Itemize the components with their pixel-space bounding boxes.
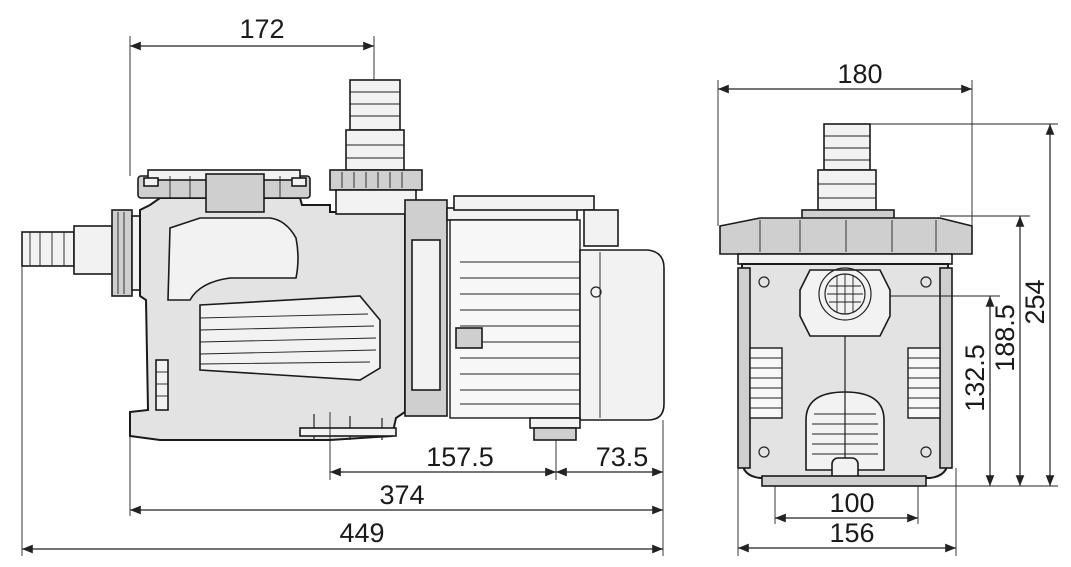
front-side-vents	[749, 347, 941, 419]
housing-cover	[167, 217, 299, 301]
side-view-dimensions: 172 157.5 73.5 374 449	[21, 14, 664, 556]
dim-449: 449	[339, 518, 384, 548]
housing-base-lugs	[299, 414, 397, 440]
dim-180: 180	[837, 59, 882, 89]
dim-157-5: 157.5	[426, 442, 494, 472]
dim-73-5: 73.5	[596, 442, 649, 472]
front-view	[719, 123, 973, 487]
motor-end-cap	[579, 249, 665, 421]
dim-254: 254	[1020, 279, 1050, 324]
dim-172: 172	[239, 14, 284, 44]
front-screws	[758, 276, 932, 458]
outlet-hose-barb	[329, 79, 423, 215]
motor-foot	[529, 417, 581, 441]
dim-100: 100	[829, 488, 874, 518]
motor-body	[446, 195, 619, 419]
dim-132-5: 132.5	[960, 344, 990, 412]
front-inlet-port	[799, 267, 891, 337]
dim-188-5: 188.5	[990, 304, 1020, 372]
dim-374: 374	[379, 480, 424, 510]
front-outlet-barb	[801, 123, 895, 225]
strainer-lid	[137, 169, 311, 213]
front-view-dimensions: 180 254 188.5 132.5 100 156	[717, 59, 1058, 556]
housing-fin-plate	[199, 295, 381, 381]
front-base	[761, 475, 927, 487]
dim-156: 156	[829, 518, 874, 548]
front-lid	[719, 217, 973, 265]
side-view	[21, 79, 665, 441]
housing-front-ribs	[155, 359, 169, 411]
